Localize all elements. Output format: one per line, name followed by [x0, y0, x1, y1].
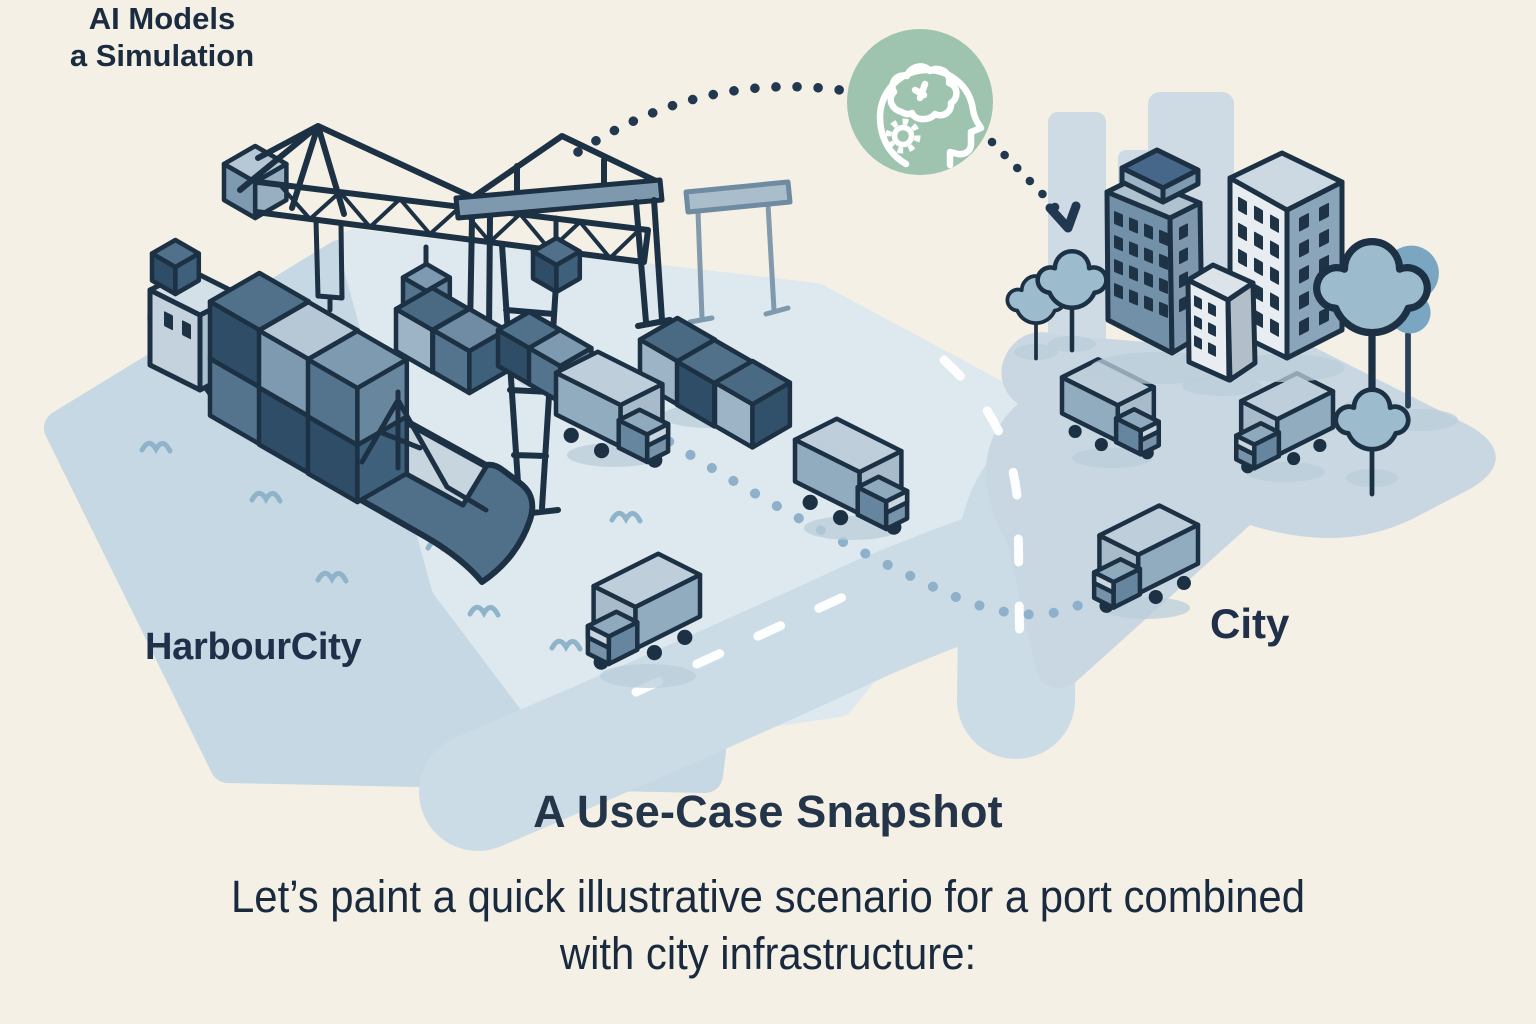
ai-caption-line1: AI Models	[88, 1, 236, 36]
cargo-ship	[147, 238, 536, 585]
subtitle-line1: Let’s paint a quick illustrative scenari…	[231, 871, 1305, 922]
harbour-label: HarbourCity	[145, 626, 362, 668]
page-subtitle: Let’s paint a quick illustrative scenari…	[54, 868, 1482, 982]
dotted-arc-connector	[573, 81, 1081, 233]
city-label: City	[1210, 600, 1290, 647]
ai-caption: AI Models a Simulation	[0, 0, 324, 74]
bow-mast	[359, 389, 489, 513]
trees	[1005, 242, 1458, 495]
route-dots	[643, 423, 1090, 620]
arrowhead-icon	[1045, 201, 1081, 233]
ai-badge	[847, 29, 993, 175]
page-title: A Use-Case Snapshot	[533, 786, 1003, 837]
city-buildings	[1090, 147, 1345, 396]
background-crane	[683, 179, 793, 325]
building-small	[1185, 262, 1258, 383]
building-dark	[1104, 147, 1205, 356]
ai-brain-icon	[876, 63, 985, 169]
lane-markings	[631, 355, 1025, 697]
ai-caption-line2: a Simulation	[69, 38, 255, 73]
gantry-crane-portal	[453, 133, 793, 337]
subtitle-line2: with city infrastructure:	[559, 928, 977, 979]
trucks	[556, 352, 1335, 688]
